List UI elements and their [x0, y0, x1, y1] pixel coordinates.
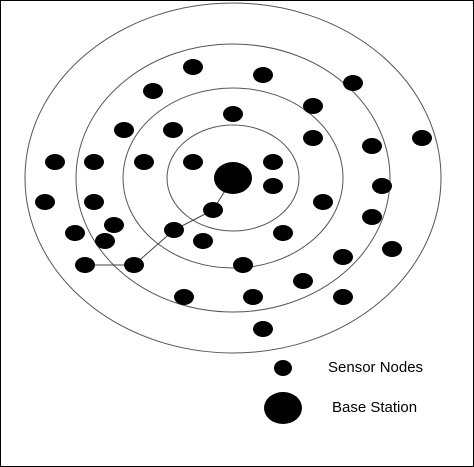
sensor-node — [253, 321, 273, 337]
legend-base-station-icon — [264, 392, 302, 424]
sensor-node — [163, 122, 183, 138]
sensor-node — [183, 154, 203, 170]
sensor-node — [313, 194, 333, 210]
sensor-node — [134, 154, 154, 170]
sensor-node — [362, 209, 382, 225]
sensor-node — [233, 257, 253, 273]
sensor-node — [174, 289, 194, 305]
sensor-node — [333, 289, 353, 305]
sensor-node-group — [35, 59, 432, 337]
sensor-node — [65, 225, 85, 241]
sensor-node — [223, 106, 243, 122]
sensor-node — [84, 154, 104, 170]
sensor-node — [143, 83, 163, 99]
legend-base-station-label: Base Station — [332, 399, 418, 416]
sensor-node — [203, 202, 223, 218]
sensor-node — [35, 194, 55, 210]
sensor-node — [263, 178, 283, 194]
sensor-node — [183, 59, 203, 75]
sensor-node — [333, 249, 353, 265]
sensor-node — [303, 98, 323, 114]
sensor-node — [114, 122, 134, 138]
sensor-node — [263, 154, 283, 170]
sensor-node — [382, 241, 402, 257]
sensor-node — [45, 154, 65, 170]
sensor-node — [243, 289, 263, 305]
legend-sensor-nodes-label: Sensor Nodes — [328, 359, 424, 376]
sensor-node — [104, 217, 124, 233]
ring-2 — [122, 87, 344, 269]
sensor-node — [193, 233, 213, 249]
sensor-node — [273, 225, 293, 241]
ring-group — [24, 2, 442, 354]
sensor-node — [164, 222, 184, 238]
sensor-node — [412, 130, 432, 146]
ring-4 — [24, 2, 442, 354]
legend-sensor-node-icon — [274, 360, 292, 376]
sensor-node — [84, 194, 104, 210]
sensor-node — [372, 178, 392, 194]
sensor-node — [253, 67, 273, 83]
sensor-node — [303, 130, 323, 146]
sensor-node — [343, 75, 363, 91]
sensor-node — [293, 273, 313, 289]
sensor-node — [124, 257, 144, 273]
sensor-node — [362, 138, 382, 154]
ring-1 — [166, 124, 300, 232]
sensor-node — [95, 233, 115, 249]
ring-3 — [75, 43, 391, 313]
sensor-node — [75, 257, 95, 273]
base-station — [214, 162, 252, 194]
